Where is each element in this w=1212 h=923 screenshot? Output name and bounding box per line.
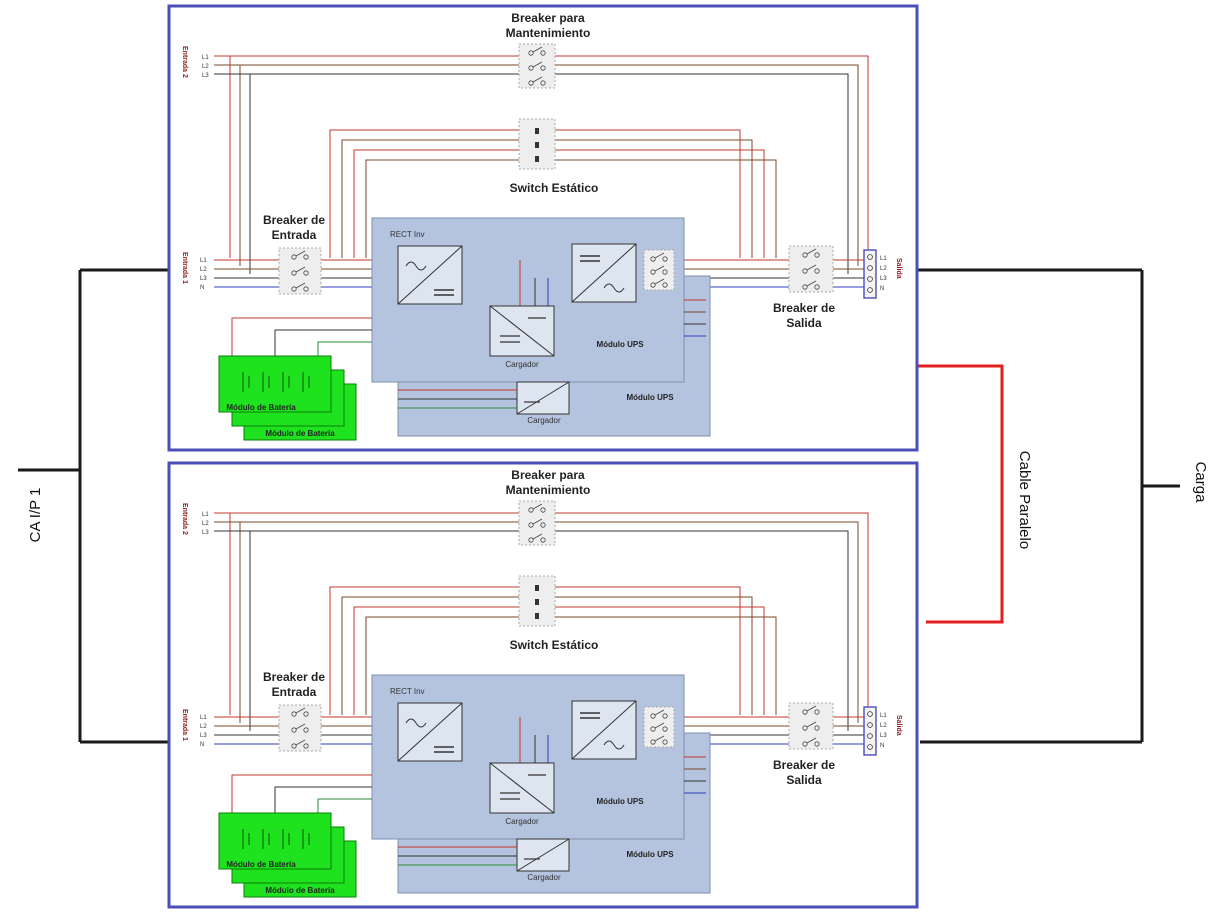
bypass-wiring [214, 512, 869, 731]
input1-phase-label: L3 [200, 733, 207, 739]
maintenance-breaker-label-line1: Breaker para [511, 11, 585, 25]
input1-phase-label: L2 [200, 267, 207, 273]
maintenance-breaker-label-line1: Breaker para [511, 468, 585, 482]
inverter-output-switch [643, 706, 675, 748]
output-phase-label: L1 [880, 713, 887, 719]
rect-inv-label: RECT Inv [390, 687, 425, 696]
output-phase-label: L3 [880, 276, 887, 282]
rectifier-block [397, 702, 463, 762]
inverter-block [571, 700, 637, 760]
charger-block [489, 762, 555, 814]
output-phase-label: N [880, 743, 884, 749]
output-phase-label: L3 [880, 733, 887, 739]
inverter-block [571, 243, 637, 303]
maintenance-breaker-label-line2: Mantenimiento [506, 26, 591, 40]
output-breaker [788, 245, 834, 293]
rectifier-block [397, 245, 463, 305]
parallel-cable-label: Cable Paralelo [1016, 451, 1033, 549]
maintenance-breaker-label-line2: Mantenimiento [506, 483, 591, 497]
input1-label: Entrada 1 [181, 709, 188, 741]
external-wiring [18, 268, 1180, 744]
input-breaker [278, 247, 322, 295]
maintenance-breaker [518, 500, 556, 546]
load-label: Carga [1192, 462, 1209, 504]
static-switch-label: Switch Estático [510, 181, 599, 195]
input1-label: Entrada 1 [181, 252, 188, 284]
input2-label: Entrada 2 [181, 503, 188, 535]
static-switch [518, 118, 556, 170]
bypass-wiring [214, 55, 869, 274]
output-label: Salida [895, 258, 902, 279]
output-breaker-label-line1: Breaker de [773, 301, 835, 315]
maintenance-breaker [518, 43, 556, 89]
input-breaker-label-line1: Breaker de [263, 670, 325, 684]
battery-module-label-2: Módulo de Batería [265, 886, 335, 895]
battery-wiring [231, 317, 372, 358]
input-breaker-label-line2: Entrada [272, 685, 317, 699]
output-label: Salida [895, 715, 902, 736]
charger-block-back [516, 381, 570, 415]
ups-module-back-label: Módulo UPS [626, 850, 674, 859]
input2-phase-label: L2 [202, 64, 209, 70]
input2-phase-label: L1 [202, 512, 209, 518]
input2-phase-label: L1 [202, 55, 209, 61]
output-phase-label: N [880, 286, 884, 292]
input-breaker-label-line2: Entrada [272, 228, 317, 242]
input1-phase-label: L3 [200, 276, 207, 282]
output-terminal [863, 706, 877, 756]
input2-phase-label: L3 [202, 530, 209, 536]
ups-module-back-label: Módulo UPS [626, 393, 674, 402]
battery-module-label: Módulo de Batería [226, 403, 296, 412]
input2-phase-label: L2 [202, 521, 209, 527]
input2-phase-label: L3 [202, 73, 209, 79]
input-breaker [278, 704, 322, 752]
rect-inv-label: RECT Inv [390, 230, 425, 239]
charger-back-label: Cargador [527, 873, 561, 882]
charger-back-label: Cargador [527, 416, 561, 425]
battery-modules [218, 355, 357, 441]
battery-module-label: Módulo de Batería [226, 860, 296, 869]
input1-phase-label: L2 [200, 724, 207, 730]
input1-phase-label: N [200, 742, 204, 748]
parallel-cable [916, 364, 1004, 624]
ups-module-label: Módulo UPS [596, 797, 644, 806]
output-breaker [788, 702, 834, 750]
output-breaker-label-line1: Breaker de [773, 758, 835, 772]
inverter-output-switch [643, 249, 675, 291]
battery-wiring [231, 774, 372, 815]
battery-module-label-2: Módulo de Batería [265, 429, 335, 438]
input1-phase-label: L1 [200, 715, 207, 721]
output-breaker-label-line2: Salida [786, 316, 822, 330]
ca-input-label: CA I/P 1 [27, 488, 44, 543]
static-switch [518, 575, 556, 627]
output-phase-label: L2 [880, 723, 887, 729]
input1-phase-label: N [200, 285, 204, 291]
input-breaker-label-line1: Breaker de [263, 213, 325, 227]
input1-phase-label: L1 [200, 258, 207, 264]
static-switch-label: Switch Estático [510, 638, 599, 652]
output-breaker-label-line2: Salida [786, 773, 822, 787]
charger-label: Cargador [505, 817, 539, 826]
output-terminal [863, 249, 877, 299]
charger-block [489, 305, 555, 357]
input2-label: Entrada 2 [181, 46, 188, 78]
charger-block-back [516, 838, 570, 872]
battery-modules [218, 812, 357, 898]
charger-label: Cargador [505, 360, 539, 369]
output-phase-label: L2 [880, 266, 887, 272]
ups-module-label: Módulo UPS [596, 340, 644, 349]
output-phase-label: L1 [880, 256, 887, 262]
